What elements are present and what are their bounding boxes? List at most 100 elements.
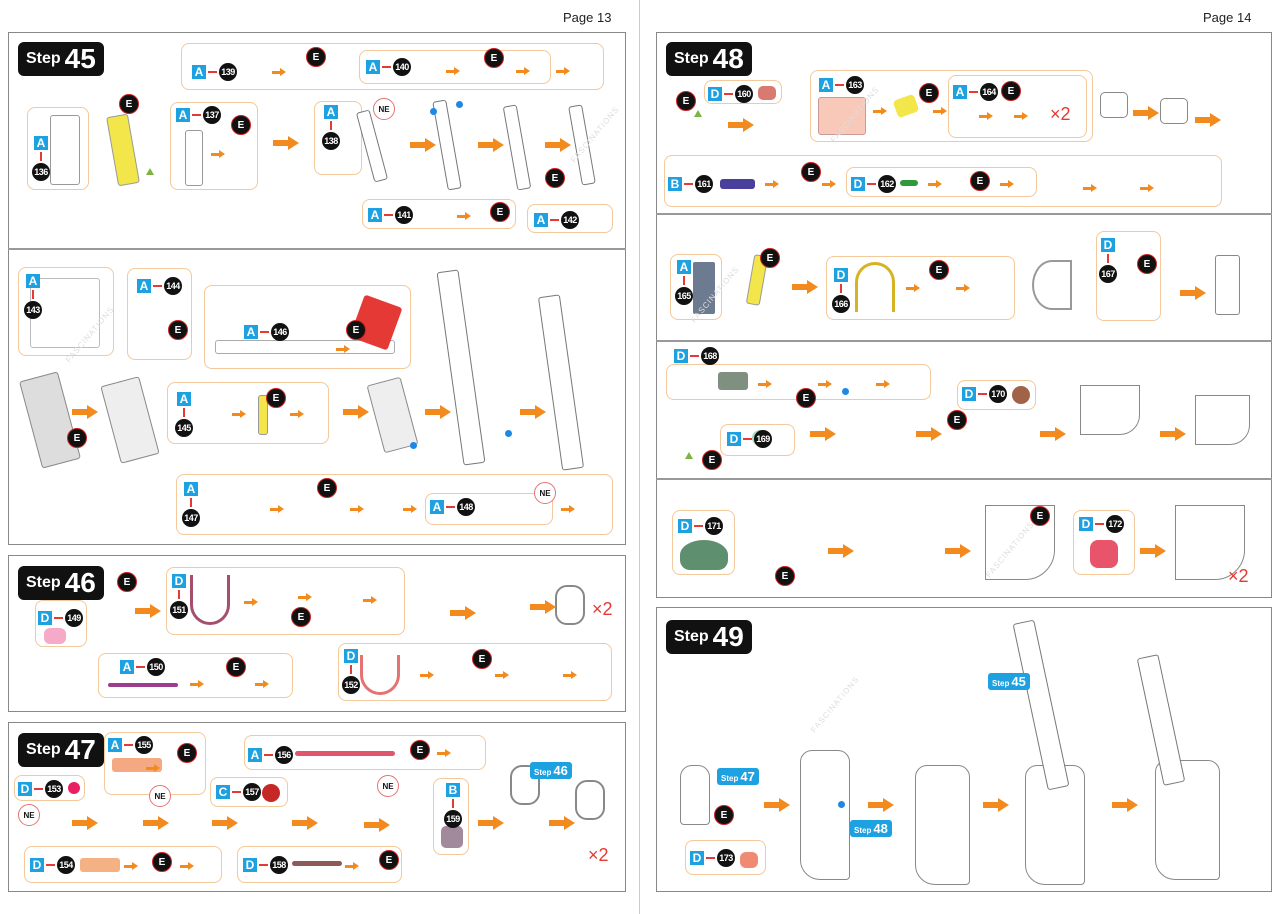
divider (656, 213, 1272, 215)
part-strip-150 (108, 683, 178, 687)
part-152 (360, 655, 400, 695)
part-156 (295, 751, 395, 756)
glue-marker-E: E (117, 572, 137, 592)
arrow-icon (764, 798, 790, 812)
small-arrow-icon (350, 505, 364, 513)
assembly-elbow (1195, 395, 1250, 445)
no-glue-marker-NE: NE (149, 785, 171, 807)
attach-dot (505, 430, 512, 437)
align-triangle (694, 110, 702, 117)
glue-marker-E: E (919, 83, 939, 103)
glue-marker-E: E (266, 388, 286, 408)
arrow-icon (450, 606, 476, 620)
small-arrow-icon (190, 680, 204, 688)
small-arrow-icon (765, 180, 779, 188)
glue-marker-E: E (970, 171, 990, 191)
small-arrow-icon (822, 180, 836, 188)
glue-marker-E: E (291, 607, 311, 627)
small-arrow-icon (345, 862, 359, 870)
glue-marker-E: E (472, 649, 492, 669)
small-arrow-icon (906, 284, 920, 292)
small-arrow-icon (818, 380, 832, 388)
assembly-arm (1155, 760, 1220, 880)
glue-marker-E: E (1030, 506, 1050, 526)
arrow-icon (520, 405, 546, 419)
part-153 (68, 782, 80, 794)
arrow-icon (945, 544, 971, 558)
glue-marker-E: E (152, 852, 172, 872)
arrow-icon (478, 138, 504, 152)
small-arrow-icon (146, 764, 160, 772)
glue-marker-E: E (119, 94, 139, 114)
no-glue-marker-NE: NE (373, 98, 395, 120)
glue-marker-E: E (177, 743, 197, 763)
small-arrow-icon (1000, 180, 1014, 188)
small-arrow-icon (255, 680, 269, 688)
arrow-icon (810, 427, 836, 441)
part-165 (693, 262, 715, 314)
arrow-icon (72, 816, 98, 830)
small-arrow-icon (270, 505, 284, 513)
small-arrow-icon (556, 67, 570, 75)
glue-marker-E: E (306, 47, 326, 67)
align-triangle (146, 168, 154, 175)
arrow-icon (1160, 427, 1186, 441)
arrow-icon (212, 816, 238, 830)
assembly-ring (510, 765, 540, 805)
small-arrow-icon (232, 410, 246, 418)
part-173 (740, 852, 758, 868)
small-arrow-icon (561, 505, 575, 513)
multiplier-x2: ×2 (1228, 566, 1249, 586)
part-yellow (258, 395, 268, 435)
multiplier-x2: ×2 (592, 599, 613, 619)
glue-marker-E: E (760, 248, 780, 268)
arrow-icon (343, 405, 369, 419)
part-sheet-137 (185, 130, 203, 186)
small-arrow-icon (516, 67, 530, 75)
glue-marker-E: E (947, 410, 967, 430)
arrow-icon (983, 798, 1009, 812)
assembly-elbow (985, 505, 1055, 580)
assembly-joint (1215, 255, 1240, 315)
part-157 (262, 784, 280, 802)
no-glue-marker-NE: NE (534, 482, 556, 504)
small-arrow-icon (1014, 112, 1028, 120)
small-arrow-icon (290, 410, 304, 418)
small-arrow-icon (873, 107, 887, 115)
assembly-joint (1032, 260, 1072, 310)
glue-marker-E: E (714, 805, 734, 825)
arrow-icon (273, 136, 299, 150)
part-170 (1012, 386, 1030, 404)
arrow-icon (792, 280, 818, 294)
arrow-icon (1195, 113, 1221, 127)
small-arrow-icon (1083, 184, 1097, 192)
glue-marker-E: E (545, 168, 565, 188)
attach-dot (838, 801, 845, 808)
